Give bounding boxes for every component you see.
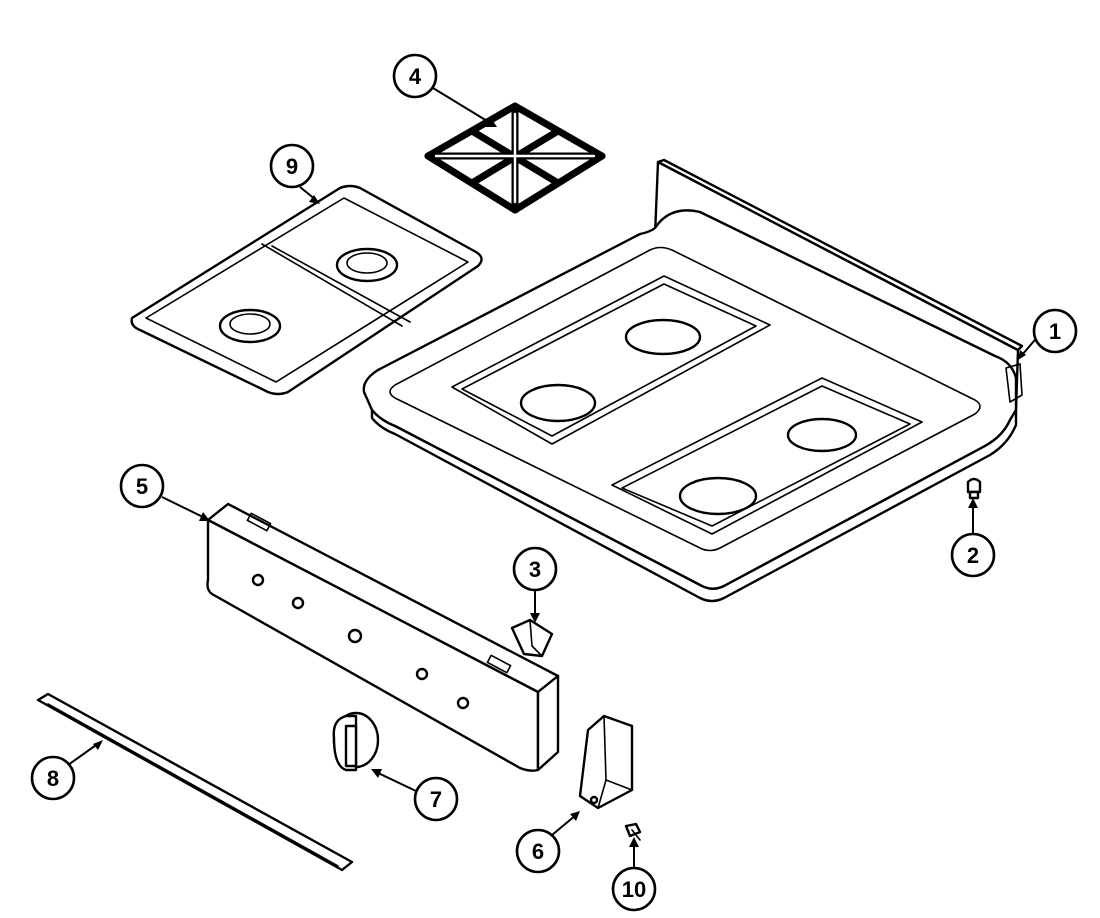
control-knob: [332, 711, 380, 772]
trim-strip: [36, 692, 354, 872]
cooktop-main-top: [362, 158, 1024, 603]
end-cap-bracket: [578, 714, 634, 810]
callout-label-7: 7: [430, 787, 442, 812]
screw: [624, 822, 642, 841]
burner-grate: [424, 102, 606, 214]
callout-10: 10: [611, 837, 657, 912]
callout-6: 6: [515, 811, 580, 874]
callout-3: 3: [512, 546, 558, 623]
burner-box-tray: [130, 184, 483, 396]
control-panel: [206, 502, 560, 772]
leveling-leg-bumper: [966, 477, 982, 500]
callout-2: 2: [950, 498, 996, 578]
callout-label-6: 6: [532, 839, 544, 864]
callout-label-3: 3: [529, 557, 541, 582]
callout-label-2: 2: [967, 543, 979, 568]
callout-1: 1: [1018, 308, 1078, 360]
callout-label-4: 4: [409, 64, 422, 89]
callout-8: 8: [30, 740, 103, 801]
control-switch: [510, 618, 554, 658]
callout-label-5: 5: [136, 474, 148, 499]
callout-label-9: 9: [286, 154, 298, 179]
callout-label-10: 10: [622, 877, 646, 902]
callout-label-8: 8: [47, 766, 59, 791]
callout-7: 7: [371, 769, 459, 822]
callout-5: 5: [119, 463, 210, 521]
callout-9: 9: [269, 143, 320, 204]
callout-4: 4: [392, 53, 497, 127]
callout-label-1: 1: [1049, 319, 1061, 344]
